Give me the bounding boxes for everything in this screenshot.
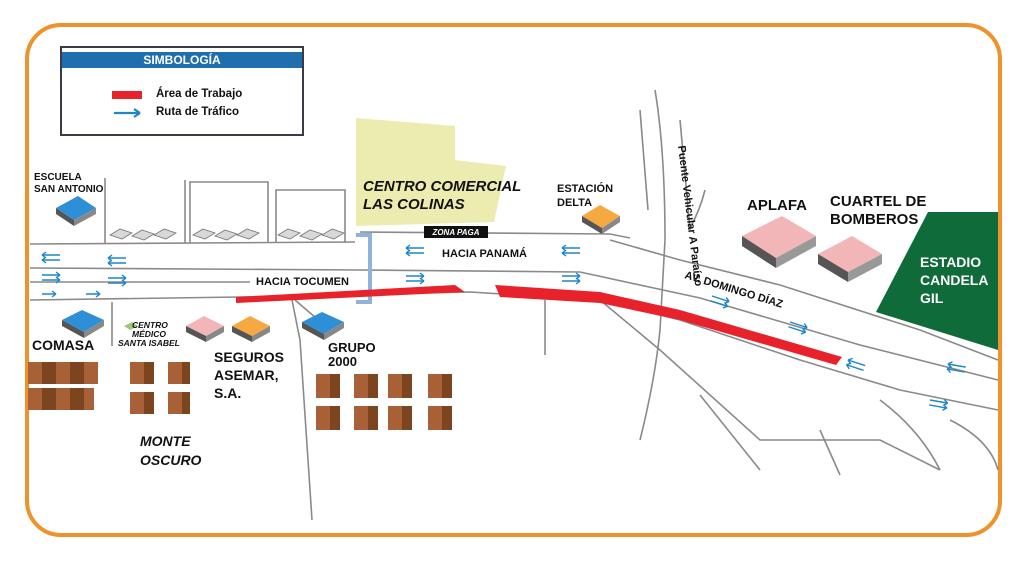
legend-item-label: Ruta de Tráfico — [156, 106, 240, 118]
label-escuela-2: SAN ANTONIO — [34, 184, 104, 195]
label-grupo-1: GRUPO — [328, 340, 376, 355]
label-escuela-1: ESCUELA — [34, 172, 82, 183]
traffic-arrow-icon — [788, 321, 808, 335]
edificio-bomberos — [818, 236, 882, 282]
zona-paga-label: ZONA PAGA — [431, 228, 479, 237]
edificio-seguros-naranja — [232, 316, 270, 342]
legend-item-ruta-trafico: Ruta de Tráfico — [112, 106, 302, 120]
map-frame — [25, 23, 1002, 537]
label-estadio-3: GIL — [920, 290, 944, 306]
label-hacia-tocumen: HACIA TOCUMEN — [256, 276, 349, 288]
traffic-arrow-icon — [405, 244, 424, 257]
edificio-escuela — [56, 196, 96, 226]
label-estadio-2: CANDELA — [920, 272, 988, 288]
label-estadio-1: ESTADIO — [920, 254, 981, 270]
label-estacion-2: DELTA — [557, 197, 592, 209]
traffic-arrow-icon — [710, 295, 730, 309]
label-seguros-1: SEGUROS — [214, 349, 284, 365]
estadio-area — [876, 212, 998, 350]
legend-item-area-trabajo: Área de Trabajo — [112, 88, 302, 102]
traffic-arrow-icon — [562, 272, 581, 285]
label-estacion-1: ESTACIÓN — [557, 182, 613, 195]
edificio-grupo — [302, 312, 344, 340]
label-centro-comercial-1: CENTRO COMERCIAL — [363, 178, 521, 195]
edificio-aplafa — [742, 216, 816, 268]
traffic-arrow-icon — [42, 271, 61, 284]
traffic-arrow-icon — [41, 251, 60, 264]
label-centro-comercial-2: LAS COLINAS — [363, 196, 465, 213]
label-monte-1: MONTE — [140, 433, 191, 449]
label-cuartel-1: CUARTEL DE — [830, 193, 926, 210]
traffic-arrow-icon — [108, 274, 127, 287]
edificios — [56, 196, 882, 342]
traffic-arrow-icon — [946, 361, 966, 374]
label-seguros-3: S.A. — [214, 385, 241, 401]
label-seguros-2: ASEMAR, — [214, 367, 279, 383]
traffic-arrow-icon — [107, 254, 126, 267]
label-centro-medico-1: CENTRO — [132, 320, 168, 330]
label-hacia-panama: HACIA PANAMÁ — [442, 247, 527, 260]
label-grupo-2: 2000 — [328, 354, 357, 369]
edificio-seguros-rosa — [186, 316, 224, 342]
legend: SIMBOLOGÍA Área de Trabajo Ruta de Tráfi… — [60, 46, 304, 136]
blue-arrow-icon — [114, 108, 141, 118]
label-centro-medico-3: SANTA ISABEL — [118, 338, 180, 348]
ruta-conector — [356, 233, 372, 304]
label-monte-2: OSCURO — [140, 452, 202, 468]
traffic-arrow-icon — [845, 357, 866, 371]
zona-paga-badge — [424, 226, 488, 238]
traffic-arrow-icon — [561, 244, 580, 257]
traffic-arrows — [41, 244, 966, 411]
traffic-arrow-icon — [42, 290, 57, 298]
edificio-comasa — [62, 310, 104, 338]
edificio-centro-medico — [124, 322, 138, 330]
casas-grises — [109, 228, 345, 241]
roads — [29, 89, 999, 521]
label-aplafa: APLAFA — [747, 197, 807, 214]
red-bar-icon — [112, 91, 142, 99]
traffic-arrow-icon — [406, 272, 425, 285]
traffic-arrow-icon — [929, 398, 949, 411]
legend-item-label: Área de Trabajo — [156, 88, 243, 100]
label-centro-medico-2: MÉDICO — [132, 329, 166, 339]
label-comasa: COMASA — [32, 337, 94, 353]
edificio-estacion — [582, 205, 620, 234]
casas-cafe — [28, 362, 452, 430]
label-cuartel-2: BOMBEROS — [830, 211, 918, 228]
centro-comercial-area — [356, 118, 506, 226]
legend-title: SIMBOLOGÍA — [62, 52, 302, 68]
traffic-arrow-icon — [86, 290, 101, 298]
area-de-trabajo — [236, 285, 842, 365]
